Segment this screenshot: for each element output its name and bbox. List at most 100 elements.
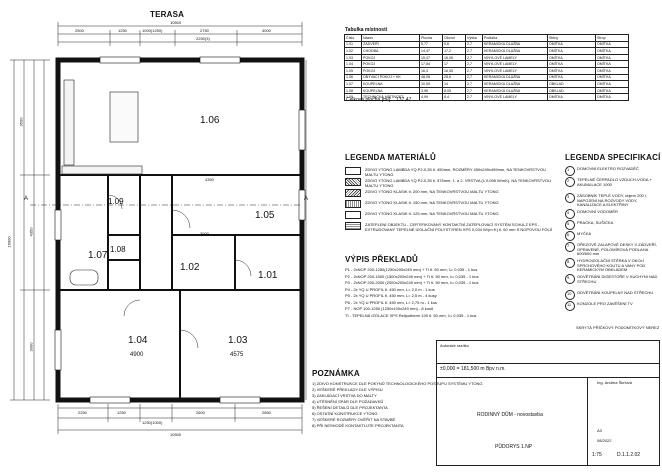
plan-dim-1: 4350 [205, 177, 214, 182]
terrace-label: TERASA [150, 10, 185, 19]
table-cell: 48,08 [419, 73, 443, 82]
table-cell: KOUPELNA [361, 86, 420, 95]
material-text: ZDIVO YTONG KLASIK tl. 125 mm, NA TENKOV… [365, 211, 499, 216]
bottom-dim-4: 2600 [196, 410, 205, 415]
top-dim-6: 2250(3) [196, 36, 210, 41]
table-cell: 17 [442, 60, 466, 68]
table-total-value: 137,47 [396, 97, 412, 103]
table-cell: KOUPELNA [361, 80, 420, 88]
legend-materials-list: ZDIVO YTONG LAMBDA YQ P2-0,35 tl. 450mm,… [345, 166, 555, 236]
spec-text: DOMOVNÍ VODOMĚR [577, 209, 618, 214]
zero-level: ±0,000 = 181,500 m Bpv n.m. [440, 366, 506, 372]
table-cell: POKOJ [361, 53, 420, 62]
room-1-04-dim: 4900 [130, 352, 144, 358]
table-header-cell: Plocha [419, 34, 443, 42]
table-cell: 2,7 [465, 40, 483, 49]
material-text: ZDIVO YTONG KLASIK tl. 150 mm, NA TENKOV… [365, 200, 499, 205]
material-swatch [345, 167, 361, 175]
table-cell: 9,6 [442, 40, 466, 49]
spec-text: MYČKA [577, 231, 592, 236]
spec-text: PRAČKA, SUŠIČKA [577, 220, 614, 225]
table-cell: OBÝVACÍ POKOJ + KK [361, 73, 420, 82]
legend-material-item: ZDIVO YTONG KLASIK tl. 200 mm, NA TENKOV… [345, 188, 555, 197]
table-cell: 1.06 [344, 73, 362, 82]
spec-number: 2 [567, 178, 570, 183]
room-1-07: 1.07 [88, 250, 108, 261]
lintels-title: VÝPIS PŘEKLADŮ [345, 255, 419, 264]
spec-number: 10 [567, 291, 572, 296]
floor-plan-drawing [10, 22, 307, 434]
table-cell: 8,4 [442, 93, 466, 101]
spec-marker [565, 274, 575, 284]
table-cell: OMÍTKA [547, 53, 596, 62]
spec-text: ODVĚTRÁNÍ DIGESTOŘE V KUCHYNI NAD STŘECH… [577, 274, 658, 284]
table-cell: 17,84 [419, 60, 443, 68]
top-dim-4: 2750 [200, 28, 209, 33]
table-cell: 2,7 [465, 53, 483, 62]
table-cell: 2,7 [465, 47, 483, 55]
room-1-03-dim: 4575 [230, 352, 244, 358]
table-cell: 1.08 [344, 86, 362, 95]
designer: Ing. Andrea Škrlová [597, 380, 632, 385]
table-cell: 1.07 [344, 80, 362, 88]
top-dim-1: 2500 [75, 28, 84, 33]
table-cell: KERAMICKÁ DLAŽBA [482, 73, 548, 82]
top-dim-5: 4000 [262, 28, 271, 33]
legend-material-item: ZDIVO YTONG LAMBDA YQ P2-0,35 tl. 450mm,… [345, 166, 555, 176]
room-1-06: 1.06 [200, 115, 220, 126]
project-name: RODINNÝ DŮM - novostavba [477, 412, 543, 418]
spec-number: 5 [567, 221, 570, 226]
table-cell: ZÁDVEŘÍ [361, 40, 420, 49]
note-3: 3) ZAKLÁDACÍ VRSTVA DO MALTY [312, 393, 377, 398]
table-cell: 1.04 [344, 60, 362, 68]
table-cell: OMÍTKA [595, 86, 629, 95]
table-cell: 1.05 [344, 66, 362, 75]
top-dim-3: 1000(1250) [142, 28, 163, 33]
table-cell: KERAMICKÁ DLAŽBA [482, 80, 548, 88]
bottom-dim-total: 10500 [170, 432, 182, 437]
table-cell: 5,77 [419, 40, 443, 49]
top-dim-2: 1250 [118, 28, 127, 33]
material-swatch [345, 211, 361, 219]
spec-text: DOMOVNÍ ELEKTRO ROZVADĚČ [577, 166, 639, 171]
table-cell: OMÍTKA [547, 47, 596, 55]
bottom-dim-5: 2850 [262, 410, 271, 415]
format: A3 [597, 428, 602, 433]
table-header-cell: Obvod [442, 34, 466, 42]
note-2: 2) VEŠKERÉ PŘEKLADY DLE VÝPISU [312, 387, 383, 392]
material-swatch [345, 178, 361, 186]
table-cell: KERAMICKÁ DLAŽBA [482, 86, 548, 95]
room-1-05: 1.05 [255, 210, 275, 221]
material-swatch [345, 222, 361, 230]
legend-specs-title: LEGENDA SPECIFIKACÍ [565, 153, 661, 162]
room-table: Číslo Název Plocha Obvod Výška Podlaha S… [344, 34, 629, 101]
spec-number: 11 [567, 302, 572, 307]
table-header-cell: Strop [595, 34, 629, 42]
table-cell: 8,05 [442, 86, 466, 95]
title-block-divider [437, 377, 659, 378]
table-header-cell: Název [361, 34, 420, 42]
table-cell: 1.02 [344, 47, 362, 55]
material-text: ZDIVO YTONG KLASIK tl. 200 mm, NA TENKOV… [365, 189, 499, 194]
section-mark-left: A [24, 196, 29, 202]
spec-number: 6 [567, 232, 570, 237]
table-cell: 2,7 [465, 80, 483, 88]
bottom-dim-3: 1250(1000) [142, 420, 163, 425]
spec-marker [565, 177, 575, 187]
table-cell: OMÍTKA [595, 53, 629, 62]
top-dim-total: 10500 [170, 20, 182, 25]
note-5: 5) ŘEŠENÍ DETAILŮ DLE PROJEKTANTA [312, 405, 388, 410]
table-cell: OMÍTKA [547, 66, 596, 75]
left-dim-3: 3000 [28, 342, 34, 352]
legend-material-item: ZDIVO YTONG KLASIK tl. 150 mm, NA TENKOV… [345, 199, 555, 208]
lintel-item: P2 - 2xNOP 200-1500 (1500x200x249 mm) + … [345, 273, 479, 279]
room-1-03: 1.03 [228, 335, 248, 346]
note-1: 1) ZDIVO KONSTRUKCE DLE POKYNŮ TECHNOLOG… [312, 381, 483, 386]
spec-text: OŘEZOVÉ ZALAPOVÉ DESKY V ZÁDVEŘÍ, OPRAVE… [577, 242, 657, 256]
table-cell: 3,96 [419, 86, 443, 95]
left-dim-total: 16000 [6, 236, 12, 248]
